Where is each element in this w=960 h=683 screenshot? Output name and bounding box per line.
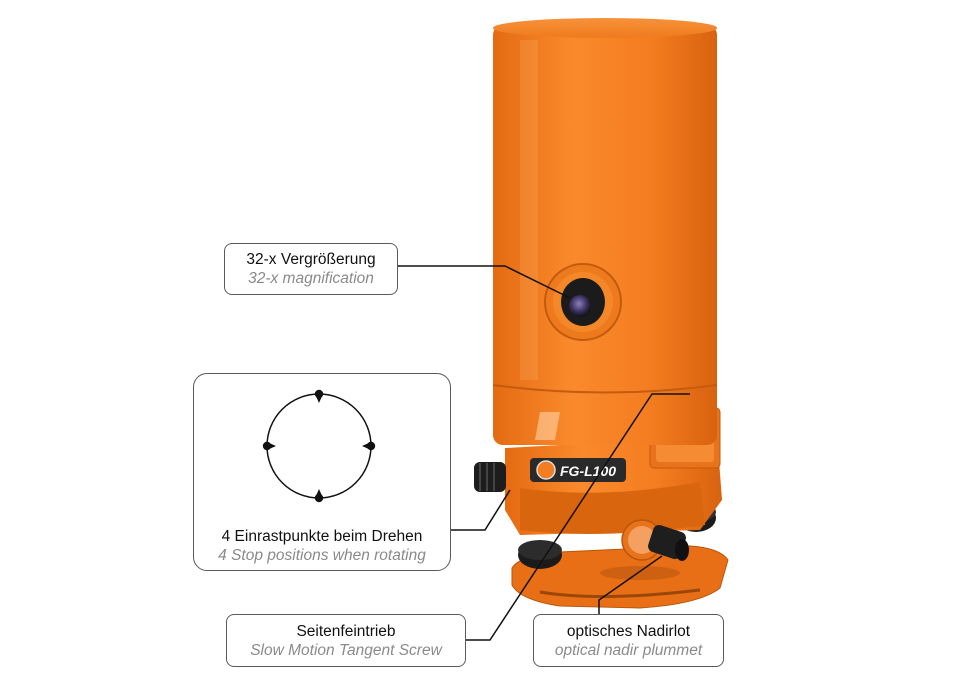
callout-stop-positions-en: 4 Stop positions when rotating <box>218 547 426 564</box>
leader-lines <box>398 265 690 641</box>
stop-marker-pointer <box>315 394 323 403</box>
leader-stop-positions <box>451 489 511 531</box>
leader-tangent-screw <box>466 393 690 641</box>
clamp-knob-left <box>474 462 506 492</box>
base-plate <box>511 545 729 609</box>
stop-marker-pointer <box>315 489 323 498</box>
callout-stop-positions: 4 Einrastpunkte beim Drehen 4 Stop posit… <box>193 373 451 571</box>
leader-magnification <box>398 265 571 299</box>
model-badge-text: FG-L100 <box>560 463 616 479</box>
stop-marker-pointer <box>267 442 276 450</box>
callout-nadir-plummet-de: optisches Nadirlot <box>566 623 691 640</box>
callout-tangent-screw-en: Slow Motion Tangent Screw <box>250 642 442 659</box>
leader-nadir-plummet <box>598 555 663 614</box>
optical-plummet <box>621 519 689 561</box>
callout-nadir-plummet-en: optical nadir plummet <box>554 642 703 659</box>
stop-positions-dial-icon <box>262 389 376 503</box>
callout-magnification-de: 32-x Vergrößerung <box>246 251 376 268</box>
model-badge <box>530 458 626 482</box>
stop-marker-pointer <box>362 442 371 450</box>
eyepiece <box>544 263 622 341</box>
callout-stop-positions-de: 4 Einrastpunkte beim Drehen <box>221 528 423 545</box>
callout-tangent-screw: Seitenfeintrieb Slow Motion Tangent Scre… <box>226 614 466 667</box>
callout-magnification: 32-x Vergrößerung 32-x magnification <box>224 243 398 295</box>
dial-circle <box>266 393 372 499</box>
callout-magnification-en: 32-x magnification <box>248 270 374 287</box>
lens-icon <box>569 295 591 317</box>
telescope-cylinder <box>492 18 718 445</box>
callout-nadir-plummet: optisches Nadirlot optical nadir plummet <box>533 614 724 667</box>
callout-tangent-screw-de: Seitenfeintrieb <box>296 623 396 640</box>
